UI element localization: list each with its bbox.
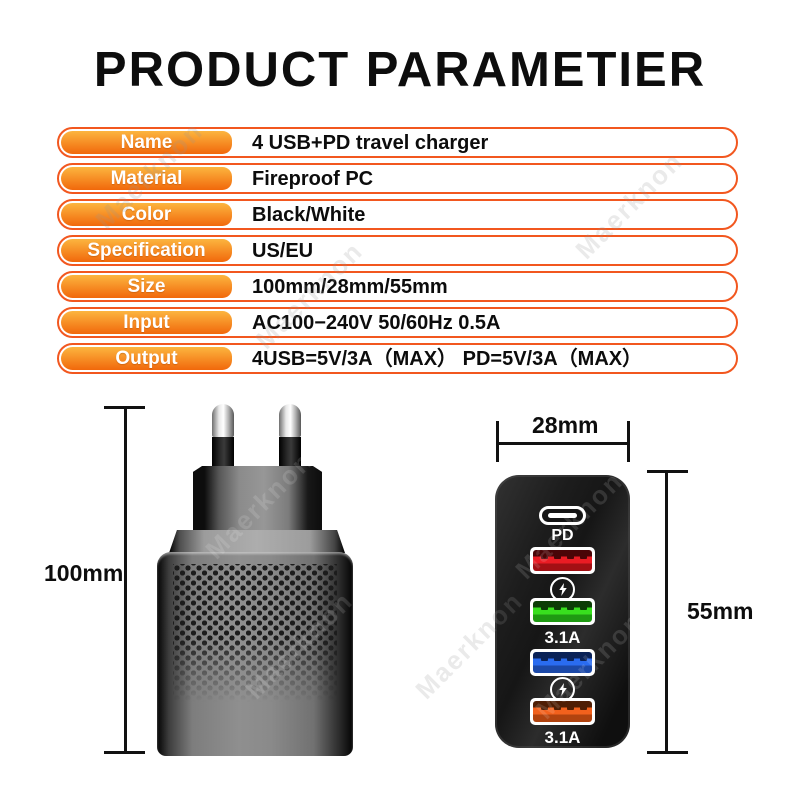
spec-row-label-pill: Size <box>61 275 232 298</box>
usb-a-port-inner <box>533 601 592 622</box>
width-dimension-line <box>496 442 630 445</box>
spec-row-value: AC100−240V 50/60Hz 0.5A <box>252 312 501 334</box>
spec-row: Output 4USB=5V/3A（MAX） PD=5V/3A（MAX） <box>57 343 738 374</box>
usb-a-port-inner <box>533 652 592 673</box>
height-dimension-label: 100mm <box>44 560 124 586</box>
charger-bevel-cap <box>169 530 345 553</box>
spec-row-label-pill: Color <box>61 203 232 226</box>
usb-a-port-blue <box>530 649 595 676</box>
usb-contact-tooth <box>580 657 587 662</box>
usb-contact-tooth <box>567 606 574 611</box>
usb-contact-tooth <box>567 555 574 560</box>
width-dimension-tick-right <box>627 421 630 462</box>
usb-contact-tooth <box>554 606 561 611</box>
usb-green-amp-label: 3.1A <box>544 628 581 647</box>
spec-row: Specification US/EU <box>57 235 738 266</box>
spec-row: Input AC100−240V 50/60Hz 0.5A <box>57 307 738 338</box>
spec-row-value: US/EU <box>252 240 314 262</box>
lightning-bolt-glyph <box>558 683 567 696</box>
width-dimension-tick-left <box>496 421 499 462</box>
perforation-pattern <box>173 564 337 706</box>
depth-dimension-cap-top <box>647 470 688 473</box>
spec-row-label-pill: Name <box>61 131 232 154</box>
usb-contact-tooth <box>567 657 574 662</box>
plug-pin-metal <box>212 404 234 437</box>
spec-row-label: Specification <box>87 240 206 261</box>
plug-pin-shaft <box>279 437 301 469</box>
usb-contact-tooth <box>541 606 548 611</box>
plug-base <box>193 466 322 531</box>
charger-face-front: PD 3.1A <box>495 475 630 748</box>
height-dimension-line <box>124 407 127 753</box>
usb-c-tongue <box>548 513 577 518</box>
usb-contact-tooth <box>541 706 548 711</box>
usb-contact-tooth <box>580 555 587 560</box>
usb-contact-tooth <box>541 657 548 662</box>
spec-table: Name 4 USB+PD travel charger Material Fi… <box>57 127 738 379</box>
depth-dimension-cap-bottom <box>647 751 688 754</box>
spec-row-label-pill: Material <box>61 167 232 190</box>
usb-contact-tooth <box>580 606 587 611</box>
usb-contact-tooth <box>580 706 587 711</box>
usb-c-port <box>539 506 586 525</box>
plug-pin-right <box>279 404 301 469</box>
spec-row-label: Size <box>127 276 166 297</box>
spec-row-value: Fireproof PC <box>252 168 374 190</box>
usb-a-port-orange <box>530 698 595 725</box>
usb-a-port-red <box>530 547 595 574</box>
spec-row: Material Fireproof PC <box>57 163 738 194</box>
spec-row-label: Input <box>123 312 170 333</box>
lightning-bolt-glyph <box>558 583 567 596</box>
spec-row-label: Output <box>115 348 178 369</box>
spec-row: Size 100mm/28mm/55mm <box>57 271 738 302</box>
usb-contact-tooth <box>554 657 561 662</box>
height-dimension-cap-top <box>104 406 145 409</box>
spec-row-value: 4USB=5V/3A（MAX） PD=5V/3A（MAX） <box>252 348 643 370</box>
spec-row-label: Name <box>120 132 173 153</box>
usb-contact-tooth <box>541 555 548 560</box>
plug-pin-shaft <box>212 437 234 469</box>
usb-contact-tooth <box>567 706 574 711</box>
usb-a-port-green <box>530 598 595 625</box>
width-dimension-label: 28mm <box>532 412 599 438</box>
usb-a-port-inner <box>533 550 592 571</box>
height-dimension-cap-bottom <box>104 751 145 754</box>
depth-dimension-line <box>665 471 668 753</box>
usb-orange-amp-label: 3.1A <box>544 728 581 747</box>
spec-row-label-pill: Output <box>61 347 232 370</box>
spec-row-value: 4 USB+PD travel charger <box>252 132 489 154</box>
depth-dimension-label: 55mm <box>687 598 754 624</box>
charger-body-back <box>157 552 353 756</box>
spec-row: Name 4 USB+PD travel charger <box>57 127 738 158</box>
spec-row-label: Color <box>121 204 172 225</box>
plug-pin-metal <box>279 404 301 437</box>
usb-a-port-inner <box>533 701 592 722</box>
spec-row-label-pill: Specification <box>61 239 232 262</box>
spec-row: Color Black/White <box>57 199 738 230</box>
spec-row-label: Material <box>110 168 183 189</box>
spec-row-value: Black/White <box>252 204 366 226</box>
page-title: PRODUCT PARAMETIER <box>93 43 707 97</box>
usb-contact-tooth <box>554 706 561 711</box>
spec-row-value: 100mm/28mm/55mm <box>252 276 448 298</box>
spec-row-label-pill: Input <box>61 311 232 334</box>
usb-c-port-label: PD <box>551 527 574 544</box>
plug-pin-left <box>212 404 234 469</box>
usb-contact-tooth <box>554 555 561 560</box>
